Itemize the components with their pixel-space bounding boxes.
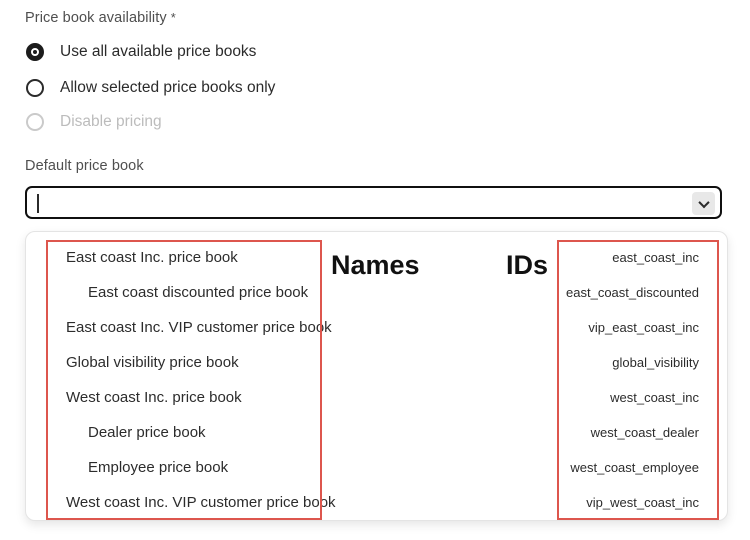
price-book-name[interactable]: Global visibility price book	[66, 354, 239, 371]
required-asterisk: *	[170, 10, 176, 25]
text-caret	[37, 194, 39, 213]
ids-column-heading: IDs	[506, 250, 549, 280]
list-item[interactable]: East coast Inc. price book east_coast_inc	[26, 240, 727, 275]
price-book-id: global_visibility	[612, 355, 699, 370]
radio-option-use-all[interactable]: Use all available price books	[26, 42, 256, 62]
names-column-heading: Names	[331, 250, 420, 280]
list-item[interactable]: East coast discounted price book east_coa…	[26, 275, 727, 310]
radio-option-disable-pricing: Disable pricing	[26, 112, 162, 132]
list-item[interactable]: West coast Inc. price book west_coast_inc	[26, 380, 727, 415]
list-item[interactable]: West coast Inc. VIP customer price book v…	[26, 485, 727, 520]
price-book-id: vip_west_coast_inc	[586, 495, 699, 510]
list-item[interactable]: Dealer price book west_coast_dealer	[26, 415, 727, 450]
radio-label: Allow selected price books only	[60, 79, 276, 96]
price-book-list: East coast Inc. price book east_coast_inc…	[26, 240, 727, 520]
list-item[interactable]: Global visibility price book global_visib…	[26, 345, 727, 380]
price-book-id: vip_east_coast_inc	[588, 320, 699, 335]
price-book-id: east_coast_discounted	[566, 285, 699, 300]
price-book-name[interactable]: West coast Inc. VIP customer price book	[66, 494, 336, 511]
radio-disabled-icon	[26, 113, 44, 131]
default-price-book-label: Default price book	[25, 158, 144, 174]
list-item[interactable]: East coast Inc. VIP customer price book v…	[26, 310, 727, 345]
list-item[interactable]: Employee price book west_coast_employee	[26, 450, 727, 485]
price-book-name[interactable]: East coast Inc. VIP customer price book	[66, 319, 332, 336]
radio-selected-icon[interactable]	[26, 43, 44, 61]
price-book-id: west_coast_employee	[570, 460, 699, 475]
chevron-down-icon	[697, 196, 710, 208]
price-book-name[interactable]: West coast Inc. price book	[66, 389, 242, 406]
price-book-id: west_coast_dealer	[590, 425, 699, 440]
price-book-id: west_coast_inc	[610, 390, 699, 405]
radio-unselected-icon[interactable]	[26, 79, 44, 97]
availability-label-text: Price book availability	[25, 10, 167, 26]
radio-option-allow-selected[interactable]: Allow selected price books only	[26, 78, 275, 98]
radio-label: Disable pricing	[60, 113, 162, 130]
price-book-name[interactable]: East coast discounted price book	[88, 284, 309, 301]
radio-label: Use all available price books	[60, 43, 257, 60]
price-book-name[interactable]: Employee price book	[88, 459, 229, 476]
price-book-name[interactable]: Dealer price book	[88, 424, 206, 441]
availability-field-label: Price book availability*	[25, 10, 176, 26]
combobox-open-button[interactable]	[692, 192, 715, 215]
default-price-book-combobox[interactable]	[25, 186, 722, 219]
price-book-id: east_coast_inc	[612, 250, 699, 265]
price-book-name[interactable]: East coast Inc. price book	[66, 249, 238, 266]
price-book-dropdown-popover: East coast Inc. price book east_coast_inc…	[25, 231, 728, 521]
